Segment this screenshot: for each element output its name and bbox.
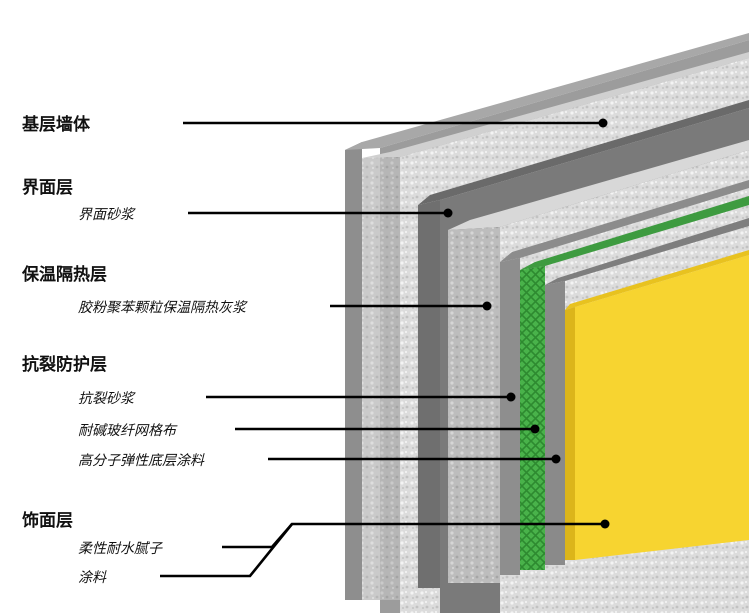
dot-finish xyxy=(600,519,610,529)
label-flexible-putty: 柔性耐水腻子 xyxy=(78,541,163,557)
label-finish-layer: 饰面层 xyxy=(22,510,73,531)
label-anti-crack-layer: 抗裂防护层 xyxy=(22,354,107,375)
dot-base-wall xyxy=(598,118,608,128)
dot-interface-mortar xyxy=(443,208,453,218)
leader-coating xyxy=(160,523,294,578)
label-interface-mortar: 界面砂浆 xyxy=(78,207,136,223)
elastic-primer-layer xyxy=(545,218,749,565)
finish-coat-layer xyxy=(565,250,749,560)
fiberglass-mesh-layer xyxy=(520,196,749,570)
leader-dots xyxy=(443,118,610,529)
label-interface-layer: 界面层 xyxy=(22,178,73,198)
dot-anti-crack-mortar xyxy=(506,392,516,402)
label-insulation-mortar: 胶粉聚苯颗粒保温隔热灰浆 xyxy=(78,300,248,316)
dot-elastic-primer xyxy=(551,454,561,464)
dot-fiberglass-mesh xyxy=(530,424,540,434)
label-base-wall: 基层墙体 xyxy=(21,114,91,135)
labels: 基层墙体 界面层 界面砂浆 保温隔热层 胶粉聚苯颗粒保温隔热灰浆 抗裂防护层 抗… xyxy=(21,114,248,586)
label-elastic-primer: 高分子弹性底层涂料 xyxy=(78,453,205,469)
label-coating: 涂料 xyxy=(78,570,107,586)
leader-lines xyxy=(160,121,605,578)
dot-insulation-mortar xyxy=(482,301,492,311)
label-fiberglass-mesh: 耐碱玻纤网格布 xyxy=(78,423,178,439)
anti-crack-mortar-layer xyxy=(500,180,749,575)
label-insulation-layer: 保温隔热层 xyxy=(21,264,107,285)
label-anti-crack-mortar: 抗裂砂浆 xyxy=(78,391,136,407)
